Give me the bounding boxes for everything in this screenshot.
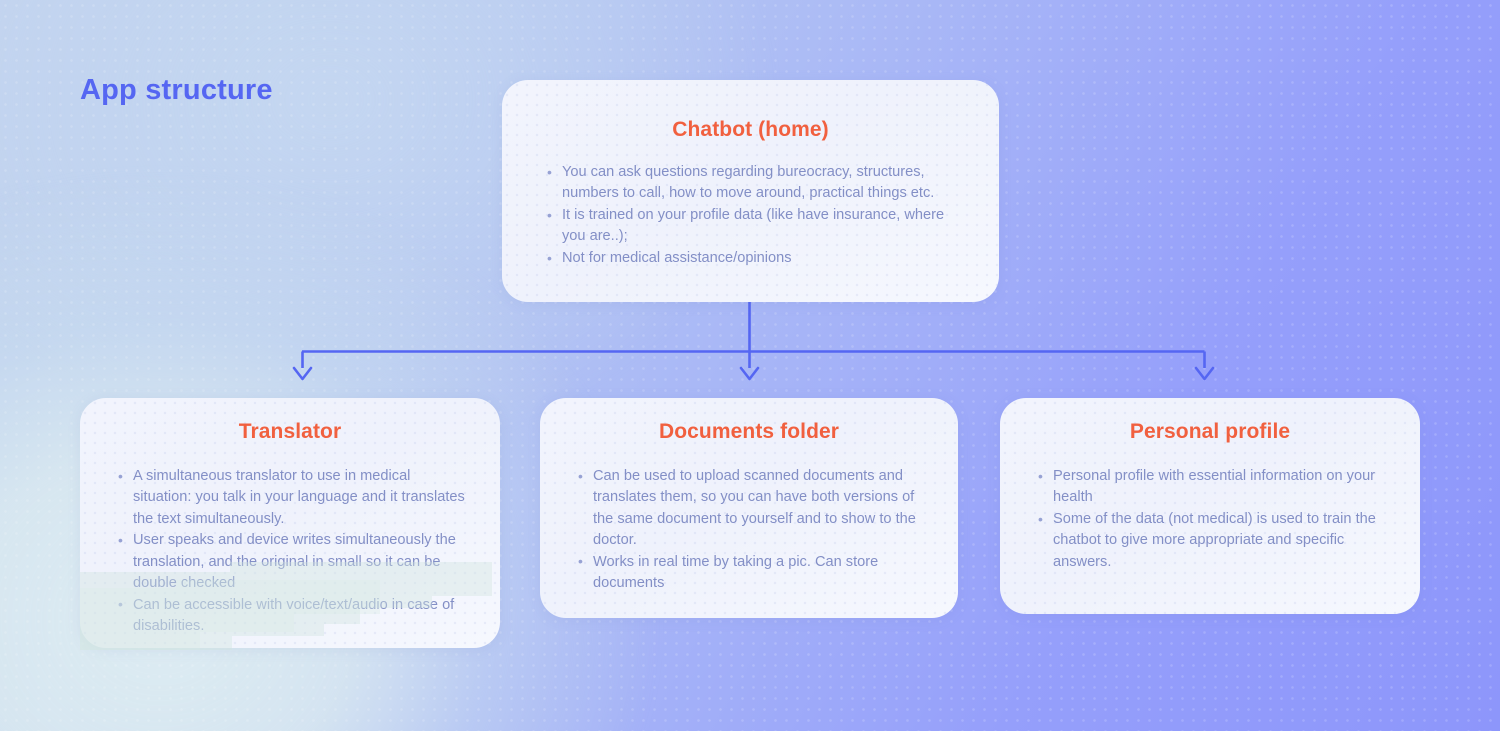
list-item: A simultaneous translator to use in medi… bbox=[117, 466, 470, 530]
list-item: Not for medical assistance/opinions bbox=[546, 248, 955, 270]
list-item: Works in real time by taking a pic. Can … bbox=[577, 551, 928, 595]
list-item: Some of the data (not medical) is used t… bbox=[1037, 509, 1390, 573]
list-item: Can be accessible with voice/text/audio … bbox=[117, 594, 470, 638]
arrow-down-icon-profile bbox=[1194, 366, 1215, 381]
list-item: It is trained on your profile data (like… bbox=[546, 205, 955, 248]
card-translator[interactable]: Translator A simultaneous translator to … bbox=[80, 398, 500, 648]
arrow-down-icon-documents bbox=[739, 366, 760, 381]
card-chatbot[interactable]: Chatbot (home) You can ask questions reg… bbox=[502, 80, 999, 302]
list-item: Personal profile with essential informat… bbox=[1037, 466, 1390, 509]
bullet-list-translator: A simultaneous translator to use in medi… bbox=[117, 466, 470, 637]
list-item: User speaks and device writes simultaneo… bbox=[117, 530, 470, 594]
bullet-list-chatbot: You can ask questions regarding bureocra… bbox=[546, 162, 955, 270]
list-item: Can be used to upload scanned documents … bbox=[577, 465, 928, 551]
card-title-profile: Personal profile bbox=[1129, 420, 1291, 443]
card-documents[interactable]: Documents folder Can be used to upload s… bbox=[540, 398, 958, 618]
bullet-list-documents: Can be used to upload scanned documents … bbox=[577, 465, 928, 595]
bullet-list-profile: Personal profile with essential informat… bbox=[1037, 466, 1390, 573]
list-item: You can ask questions regarding bureocra… bbox=[546, 162, 955, 205]
card-title-chatbot: Chatbot (home) bbox=[672, 118, 829, 141]
card-title-translator: Translator bbox=[238, 420, 342, 443]
page-title: App structure bbox=[80, 74, 273, 106]
card-title-documents: Documents folder bbox=[658, 420, 840, 443]
card-personal-profile[interactable]: Personal profile Personal profile with e… bbox=[1000, 398, 1420, 614]
